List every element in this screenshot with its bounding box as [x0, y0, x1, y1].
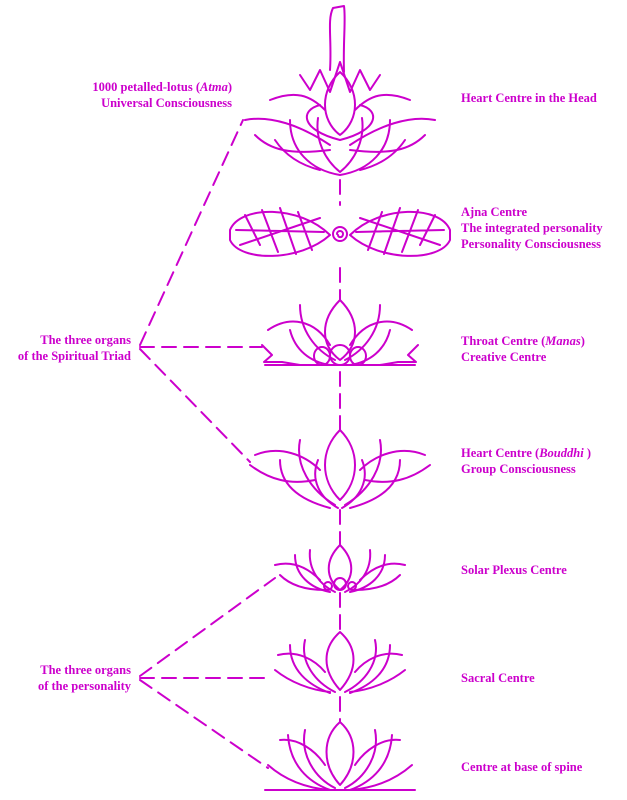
head-centre-label: Heart Centre in the Head	[461, 91, 597, 105]
solar-plexus-lotus-icon	[274, 544, 406, 593]
lotus-label: 1000 petalled-lotus (Atma) Universal Con…	[92, 80, 232, 110]
ajna-centre-label: Ajna Centre The integrated personality P…	[461, 205, 603, 251]
personality-organs-label: The three organs of the personality	[37, 663, 131, 693]
solar-plexus-label: Solar Plexus Centre	[461, 563, 567, 577]
connector-lines	[139, 119, 276, 769]
spiritual-triad-label: The three organs of the Spiritual Triad	[17, 333, 131, 363]
base-centre-label: Centre at base of spine	[461, 760, 583, 774]
throat-lotus-icon	[261, 299, 419, 366]
head-lotus-icon	[244, 61, 436, 176]
lotus-stem	[328, 5, 346, 73]
ajna-wings-icon	[229, 207, 451, 257]
base-lotus-icon	[264, 721, 416, 791]
throat-centre-label: Throat Centre (Manas) Creative Centre	[461, 334, 585, 364]
heart-lotus-icon	[249, 429, 431, 509]
heart-centre-label: Heart Centre (Bouddhi ) Group Consciousn…	[461, 446, 591, 476]
sacral-lotus-icon	[274, 631, 406, 694]
sacral-centre-label: Sacral Centre	[461, 671, 535, 685]
